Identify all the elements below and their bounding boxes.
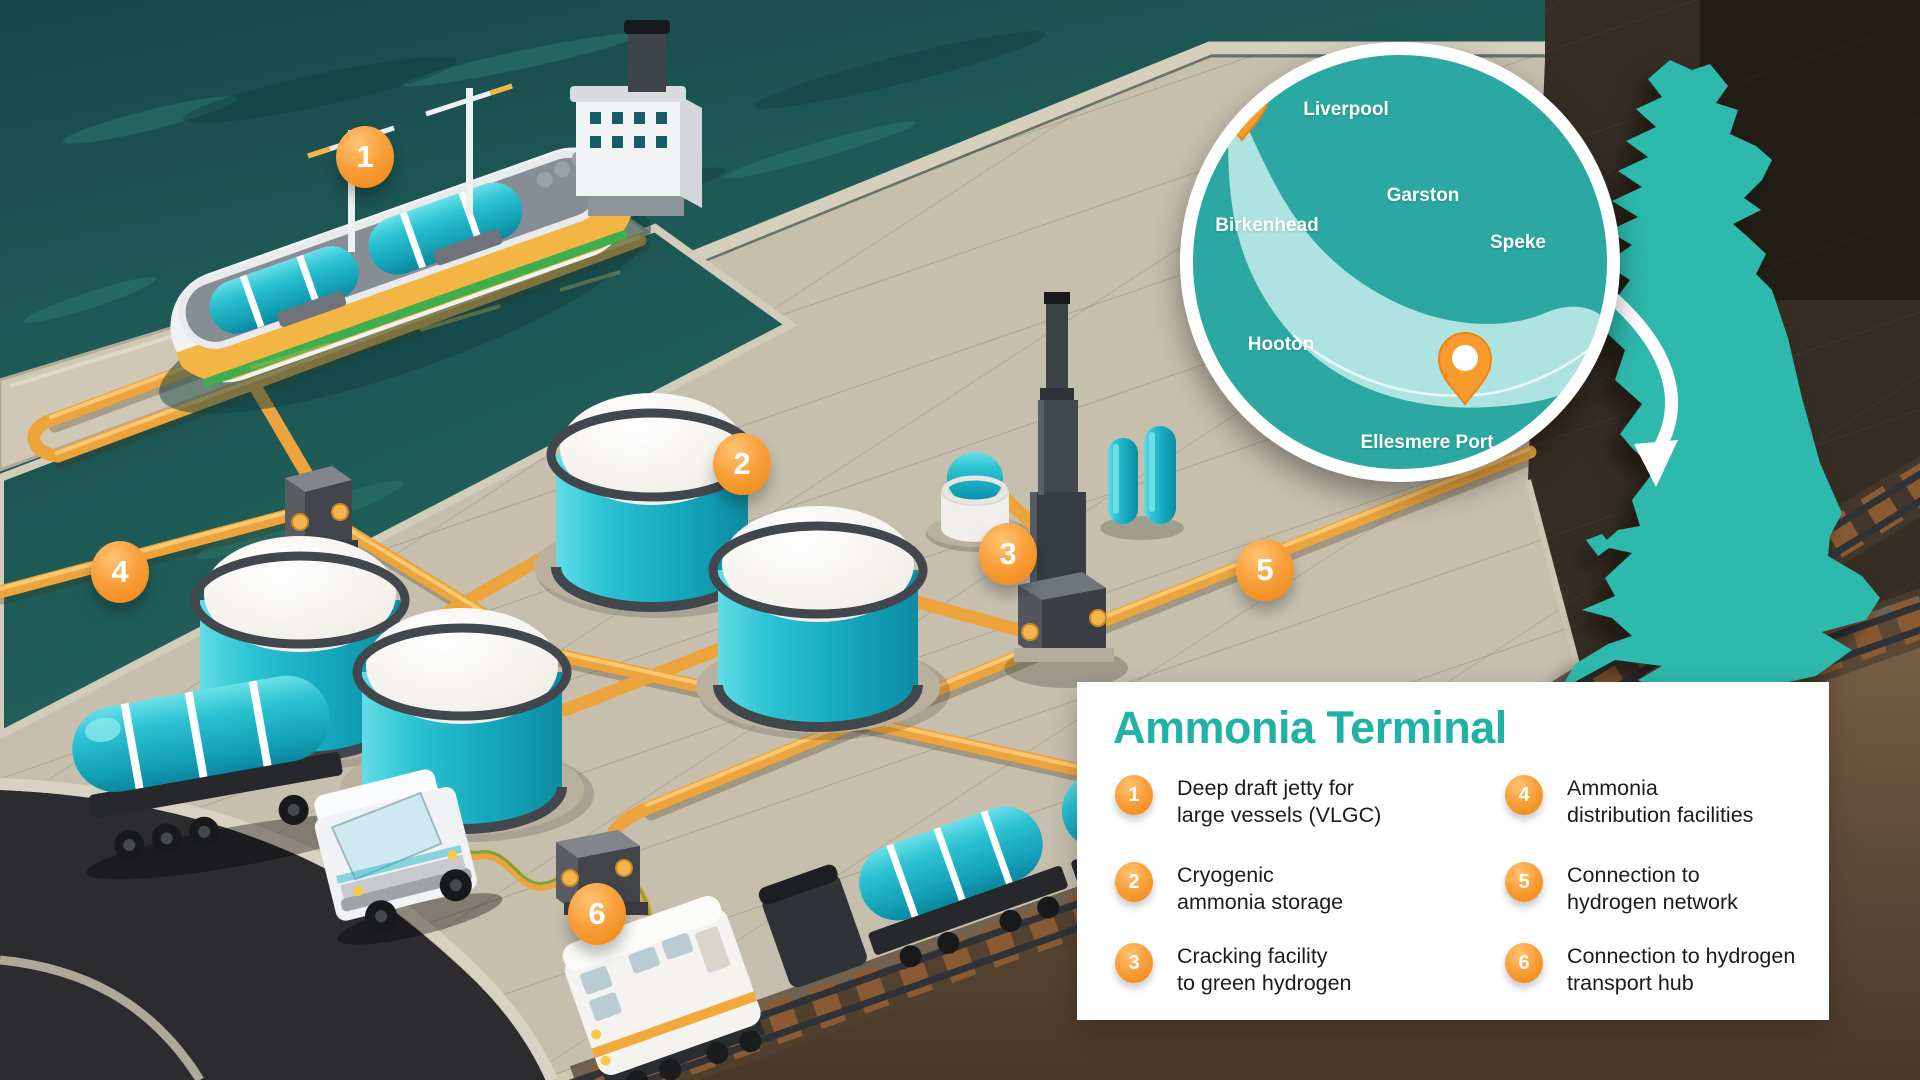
map-label-ellesmere-port: Ellesmere Port [1360,432,1494,453]
marker-6-transport-hub: 6 [568,883,626,945]
marker-5-hydrogen-network: 5 [1236,539,1294,601]
great-britain-silhouette-icon [1560,60,1880,698]
map-label-garston: Garston [1386,185,1460,206]
marker-4-distribution: 4 [91,541,149,603]
locomotive [562,895,765,1080]
legend-badge-5: 5 [1505,862,1543,902]
marker-label: 5 [1256,552,1274,587]
marker-3-cracking: 3 [979,523,1037,585]
ship-superstructure [570,20,702,216]
legend-badge-3: 3 [1115,943,1153,983]
marker-label: 6 [588,896,606,931]
truck-cab [314,769,503,945]
map-label-liverpool: Liverpool [1303,99,1389,120]
mersey-estuary [1228,95,1607,408]
map-label-birkenhead: Birkenhead [1215,215,1319,236]
legend-badge-6: 6 [1505,943,1543,983]
gas-cylinders [1100,426,1184,540]
tank-wagon [859,806,1068,968]
location-pin-icon [1214,68,1270,142]
legend-badge-2: 2 [1115,862,1153,902]
tanker-truck [72,675,503,945]
ammonia-carrier-ship [159,20,702,414]
map-label-hooton: Hooton [1247,334,1315,355]
storage-tank [696,506,950,740]
marker-2-storage: 2 [713,433,771,495]
marker-label: 2 [733,446,751,481]
inset-map-graphics [1214,68,1607,408]
marker-label: 1 [356,139,374,174]
legend-title: Ammonia Terminal [1113,702,1507,753]
cracking-tower [1004,292,1128,688]
river-outline [1292,334,1602,397]
marker-label: 3 [999,536,1017,571]
inset-map: Liverpool Garston Speke Birkenhead Hooto… [1180,42,1620,482]
marker-label: 4 [111,554,129,589]
legend-badge-1: 1 [1115,775,1153,815]
legend-badge-4: 4 [1505,775,1543,815]
marker-1-jetty: 1 [336,126,394,188]
map-label-speke: Speke [1490,232,1546,253]
location-pin-icon [1437,332,1493,406]
